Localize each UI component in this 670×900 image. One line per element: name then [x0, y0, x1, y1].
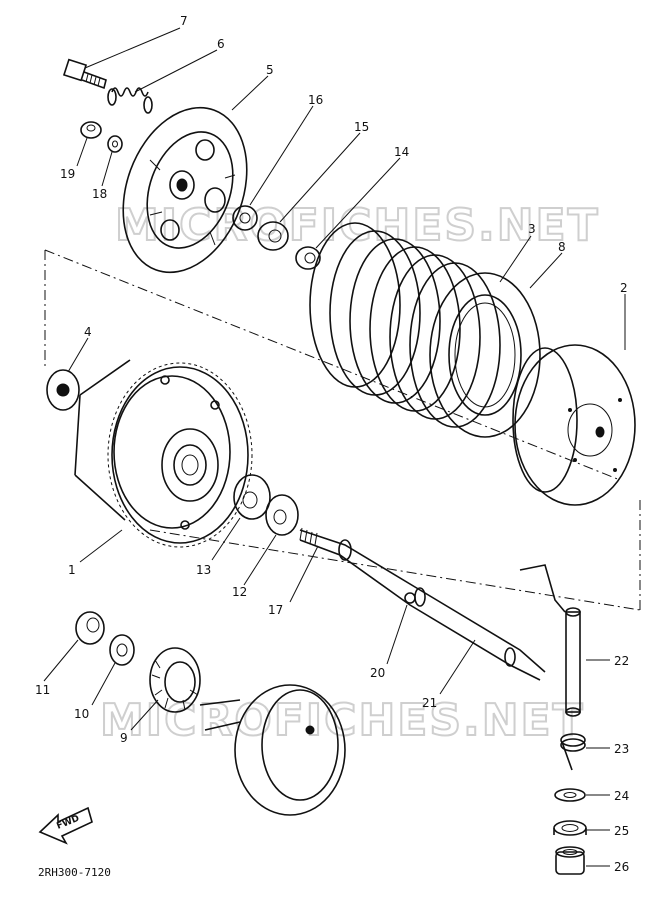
callout-14: 14	[394, 145, 409, 159]
callout-13: 13	[196, 563, 211, 577]
leader-lines	[43, 27, 626, 867]
drawing-code: 2RH300-7120	[38, 866, 111, 879]
ball-part-20	[404, 592, 416, 604]
callout-19: 19	[60, 167, 75, 181]
nut-part-19	[80, 121, 102, 139]
spring-part-6	[107, 87, 153, 114]
callout-4: 4	[84, 325, 92, 339]
shaft-part-21	[299, 529, 546, 681]
fwd-arrow-icon: FWD	[38, 806, 93, 845]
callout-23: 23	[614, 742, 629, 756]
callout-24: 24	[614, 789, 629, 803]
callout-9: 9	[120, 731, 128, 745]
callout-26: 26	[614, 860, 629, 874]
washer-part-12	[265, 494, 299, 536]
callout-12: 12	[232, 585, 247, 599]
gear-part-9	[149, 647, 201, 713]
callout-6: 6	[217, 37, 225, 51]
callout-20: 20	[370, 666, 385, 680]
callout-25: 25	[614, 824, 629, 838]
thread-part-17	[299, 527, 318, 546]
spring-part-23	[560, 733, 586, 771]
callout-2: 2	[620, 281, 628, 295]
callout-18: 18	[92, 187, 107, 201]
nut-part-15	[257, 221, 289, 251]
lock-washer-part-4	[46, 369, 80, 411]
callout-11: 11	[35, 683, 50, 697]
washer-part-24	[554, 788, 586, 802]
collar-part-16	[232, 205, 258, 231]
callout-3: 3	[528, 222, 536, 236]
assembly-boundary	[44, 249, 641, 611]
watermark-top: MICROFICHES.NET	[115, 200, 600, 251]
callout-15: 15	[354, 120, 369, 134]
callout-7: 7	[180, 14, 188, 28]
callout-17: 17	[268, 603, 283, 617]
bearing-part-26	[555, 846, 585, 875]
nut-part-11	[75, 611, 105, 645]
bolt-part-7	[62, 58, 107, 90]
callout-1: 1	[68, 563, 76, 577]
balancer-weight	[199, 684, 346, 816]
friction-plate-part-8	[429, 272, 541, 438]
callout-numbers: 7 6 5 16 15 14 3 8 2 4 19 18 1 13 12 17 …	[35, 14, 629, 874]
callout-16: 16	[308, 93, 323, 107]
washer-part-13	[233, 474, 271, 520]
callout-10: 10	[74, 707, 89, 721]
clutch-housing-part-1	[74, 359, 253, 548]
callout-21: 21	[422, 696, 437, 710]
pressure-plate-part-5	[122, 106, 248, 274]
watermark-bottom: MICROFICHES.NET	[100, 695, 585, 746]
washer-part-18	[107, 135, 123, 153]
lock-washer-part-14	[295, 246, 321, 270]
washer-part-10	[109, 634, 135, 666]
callout-22: 22	[614, 654, 629, 668]
push-lever-part-22	[519, 564, 581, 717]
callout-8: 8	[558, 240, 566, 254]
callout-5: 5	[266, 63, 274, 77]
clutch-plate-stack	[309, 222, 501, 428]
clutch-boss-part-2	[512, 344, 636, 506]
seal-part-25	[553, 820, 587, 836]
